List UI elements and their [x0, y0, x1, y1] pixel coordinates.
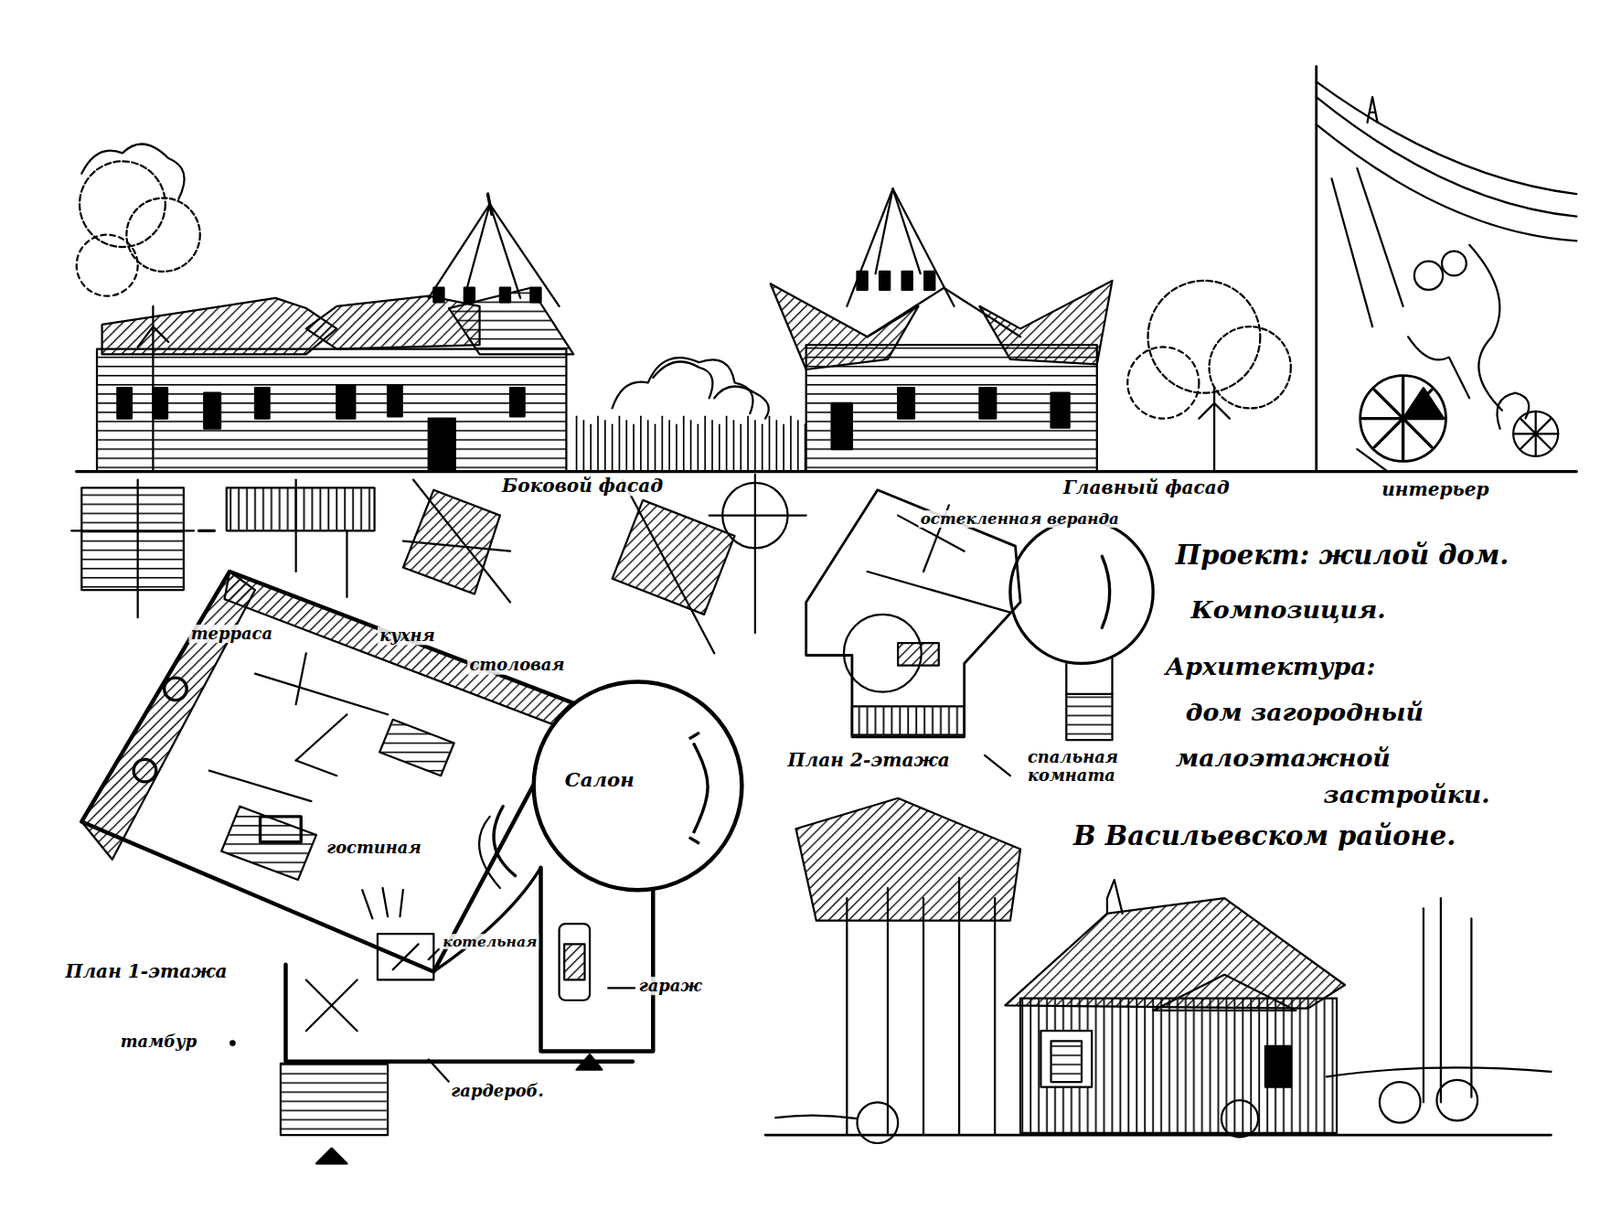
fence-post: [789, 416, 792, 471]
sofa-arc: [693, 742, 708, 832]
main-elevation: [770, 188, 1291, 471]
sketch-label: В Васильевском районе.: [1071, 821, 1459, 851]
fence-post: [647, 420, 650, 472]
fence-post: [697, 424, 700, 471]
fence-post: [725, 416, 728, 471]
fence-post: [797, 420, 800, 472]
sketch-label: гостиная: [324, 838, 424, 857]
sketch-label: гардероб.: [448, 1081, 546, 1100]
sketch-label: застройки.: [1321, 781, 1493, 809]
sketch-label: План 1-этажа: [63, 960, 230, 982]
sketch-label: Боковой фасад: [500, 475, 666, 496]
fence-post: [739, 424, 742, 471]
sketch-label: Архитектура:: [1162, 652, 1377, 680]
salon-circle: Салон: [530, 678, 745, 893]
sketch-label: План 2-этажа: [785, 749, 952, 770]
fence-post: [682, 416, 685, 471]
room-outline: [533, 682, 743, 891]
sofa-ends: [689, 732, 700, 843]
interior-sketch: [1316, 66, 1578, 472]
perspective-view: [765, 798, 1551, 1143]
fence-post: [604, 420, 607, 472]
fence-post: [768, 416, 771, 471]
circle-outline: [530, 678, 745, 893]
sketch-label: дом загородный: [1184, 699, 1427, 726]
fence-post: [782, 424, 785, 471]
fence-post: [711, 420, 714, 472]
fence-post: [746, 416, 749, 471]
fence-post: [576, 416, 578, 471]
first-floor-plan: [81, 571, 653, 1163]
sketch-label: гараж: [636, 976, 704, 995]
side-elevation: [76, 143, 575, 471]
room-name: Салон: [565, 768, 635, 792]
fence-post: [718, 424, 721, 471]
fence-and-bushes: [576, 357, 806, 471]
fence-post: [761, 424, 764, 471]
fence-post: [640, 416, 642, 471]
fence-post: [733, 420, 736, 472]
sketch-label: Главный фасад: [1061, 477, 1232, 498]
fence-post: [625, 420, 628, 472]
fence-post: [668, 420, 671, 472]
sheet-title: Проект: жилой дом.: [1173, 541, 1511, 571]
fence-post: [690, 420, 693, 472]
sketch-label: Композиция.: [1188, 597, 1388, 624]
sketch-label: тамбур: [117, 1032, 199, 1051]
fence-post: [618, 416, 621, 471]
fence-post: [754, 420, 757, 472]
sketch-label: остекленная веранда: [917, 510, 1121, 527]
fence-post: [775, 420, 778, 472]
fence-post: [661, 416, 663, 471]
fence-post: [654, 424, 657, 471]
sketch-label: котельная: [440, 933, 540, 950]
fence-post: [583, 420, 586, 472]
fence-post: [589, 424, 592, 471]
sketch-label: интерьер: [1379, 480, 1492, 501]
fence-post: [597, 416, 599, 471]
sketch-label: терраса: [188, 624, 275, 643]
fence-post: [611, 424, 614, 471]
fence-post: [704, 416, 706, 471]
sketch-label: спальная комната: [1025, 747, 1152, 784]
sketch-label: кухня: [377, 626, 438, 645]
massing-sketches: [71, 474, 807, 653]
fence-post: [675, 424, 678, 471]
sketch-label: малоэтажной: [1173, 745, 1393, 772]
fence-post: [632, 424, 635, 471]
sketch-label: столовая: [467, 656, 567, 675]
second-floor-plan: [806, 490, 1153, 776]
